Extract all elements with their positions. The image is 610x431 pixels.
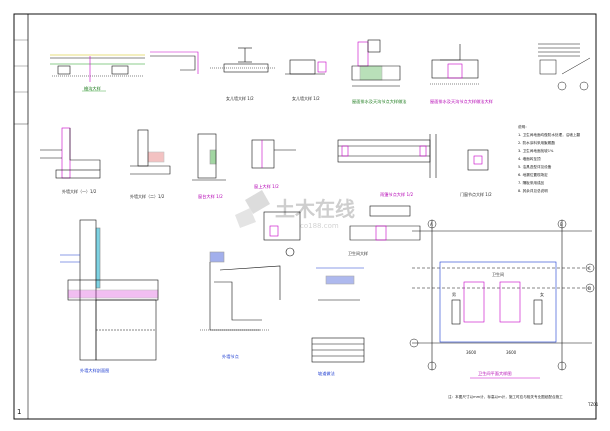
caption-d3: 女儿墙大样 1/2	[292, 95, 320, 101]
caption-d13: 外墙节点	[222, 353, 239, 360]
grid-bubble	[557, 219, 567, 229]
detail-5	[351, 39, 401, 87]
plan-left-room: 男	[452, 292, 456, 297]
caption-d9: 窗上大样 1/2	[254, 183, 279, 190]
detail-1	[50, 54, 145, 82]
caption-d1: 檐沟大样	[84, 85, 101, 92]
caption-d6: 外墙大样（一）1/2	[62, 188, 97, 194]
caption-d4: 屋面排水及天沟节点大样做法	[352, 98, 406, 105]
ramp-detail	[311, 267, 365, 363]
caption-d16: 卫生间平面大样图	[478, 370, 512, 377]
detail-2	[150, 51, 199, 74]
detail-8	[40, 127, 101, 179]
detail-9	[130, 129, 171, 175]
caption-d14: 卫生间大样	[348, 250, 368, 256]
notes-line: 1. 卫生间地面均做防水处理，沿墙上翻	[518, 132, 580, 137]
detail-6	[430, 44, 480, 85]
watermark-logo-icon	[235, 208, 256, 228]
small-detail	[263, 211, 301, 257]
grid-label-c: C	[588, 266, 591, 271]
grid-label-a: A	[430, 222, 433, 227]
title-block-code: TZ01	[587, 402, 599, 407]
grid-bubble	[409, 338, 419, 348]
notes-line: 5. 洁具选型详见设备	[518, 164, 552, 169]
caption-d5: 屋面排水及天沟节点大样做法大样	[430, 98, 493, 105]
detail-10	[192, 133, 226, 181]
grid-bubble	[427, 219, 437, 229]
wall-section	[60, 219, 159, 361]
plan-dim-left: 3600	[466, 350, 477, 355]
caption-d2: 女儿墙大样 1/2	[226, 95, 254, 101]
grid-label-b: B	[560, 222, 563, 227]
notes-line: 8. 其余详见总说明	[518, 188, 548, 193]
notes-line: 3. 卫生间地面找坡1%	[518, 148, 554, 153]
caption-d10: 雨篷节点大样 1/2	[380, 191, 414, 198]
detail-7	[538, 43, 591, 91]
watermark-logo-icon	[245, 190, 270, 214]
notes-heading: 说明：	[518, 124, 529, 129]
caption-d11: 门窗节点大样 1/2	[460, 191, 492, 197]
notes-line: 6. 地漏位置现场定	[518, 172, 548, 177]
caption-d8: 窗台大样 1/2	[198, 193, 223, 200]
caption-d15: 坡道做法	[318, 370, 335, 377]
notes-block: 说明： 1. 卫生间地面均做防水处理，沿墙上翻 2. 防水涂料采用聚氨酯 3. …	[518, 124, 580, 193]
title-strip-box	[13, 13, 29, 125]
watermark-main: 土木在线	[275, 197, 355, 221]
section-detail	[200, 251, 281, 331]
grid-bubble	[557, 361, 567, 371]
joint-detail	[349, 205, 421, 241]
grid-bubble	[427, 361, 437, 371]
notes-line: 2. 防水涂料采用聚氨酯	[518, 140, 555, 145]
caption-d7: 外墙大样（二）1/2	[130, 193, 165, 199]
plan-right-room: 女	[540, 291, 544, 297]
watermark: 土木在线 co188.com	[235, 190, 355, 230]
bottom-note: 注：本图尺寸以mm计，标高以m计，施工时应与相关专业图纸配合施工	[448, 394, 563, 399]
detail-4	[285, 59, 327, 75]
watermark-sub: co188.com	[300, 222, 339, 230]
grid-bubble	[585, 283, 595, 293]
plan-dim-right: 3600	[506, 350, 517, 355]
grid-bubble	[585, 263, 595, 273]
detail-11	[251, 139, 296, 169]
toilet-plan	[412, 220, 592, 370]
detail-12	[337, 134, 437, 178]
detail-13	[467, 149, 489, 171]
page-number: 1	[17, 408, 21, 416]
detail-3	[210, 47, 275, 73]
plan-room-label: 卫生间	[492, 271, 504, 277]
notes-line: 7. 隔板采用成品	[518, 180, 545, 185]
grid-label-d: D	[588, 286, 591, 291]
notes-line: 4. 墙面砖至顶	[518, 156, 541, 161]
outer-border	[13, 13, 597, 420]
caption-d12: 外墙大样剖面图	[80, 367, 109, 374]
